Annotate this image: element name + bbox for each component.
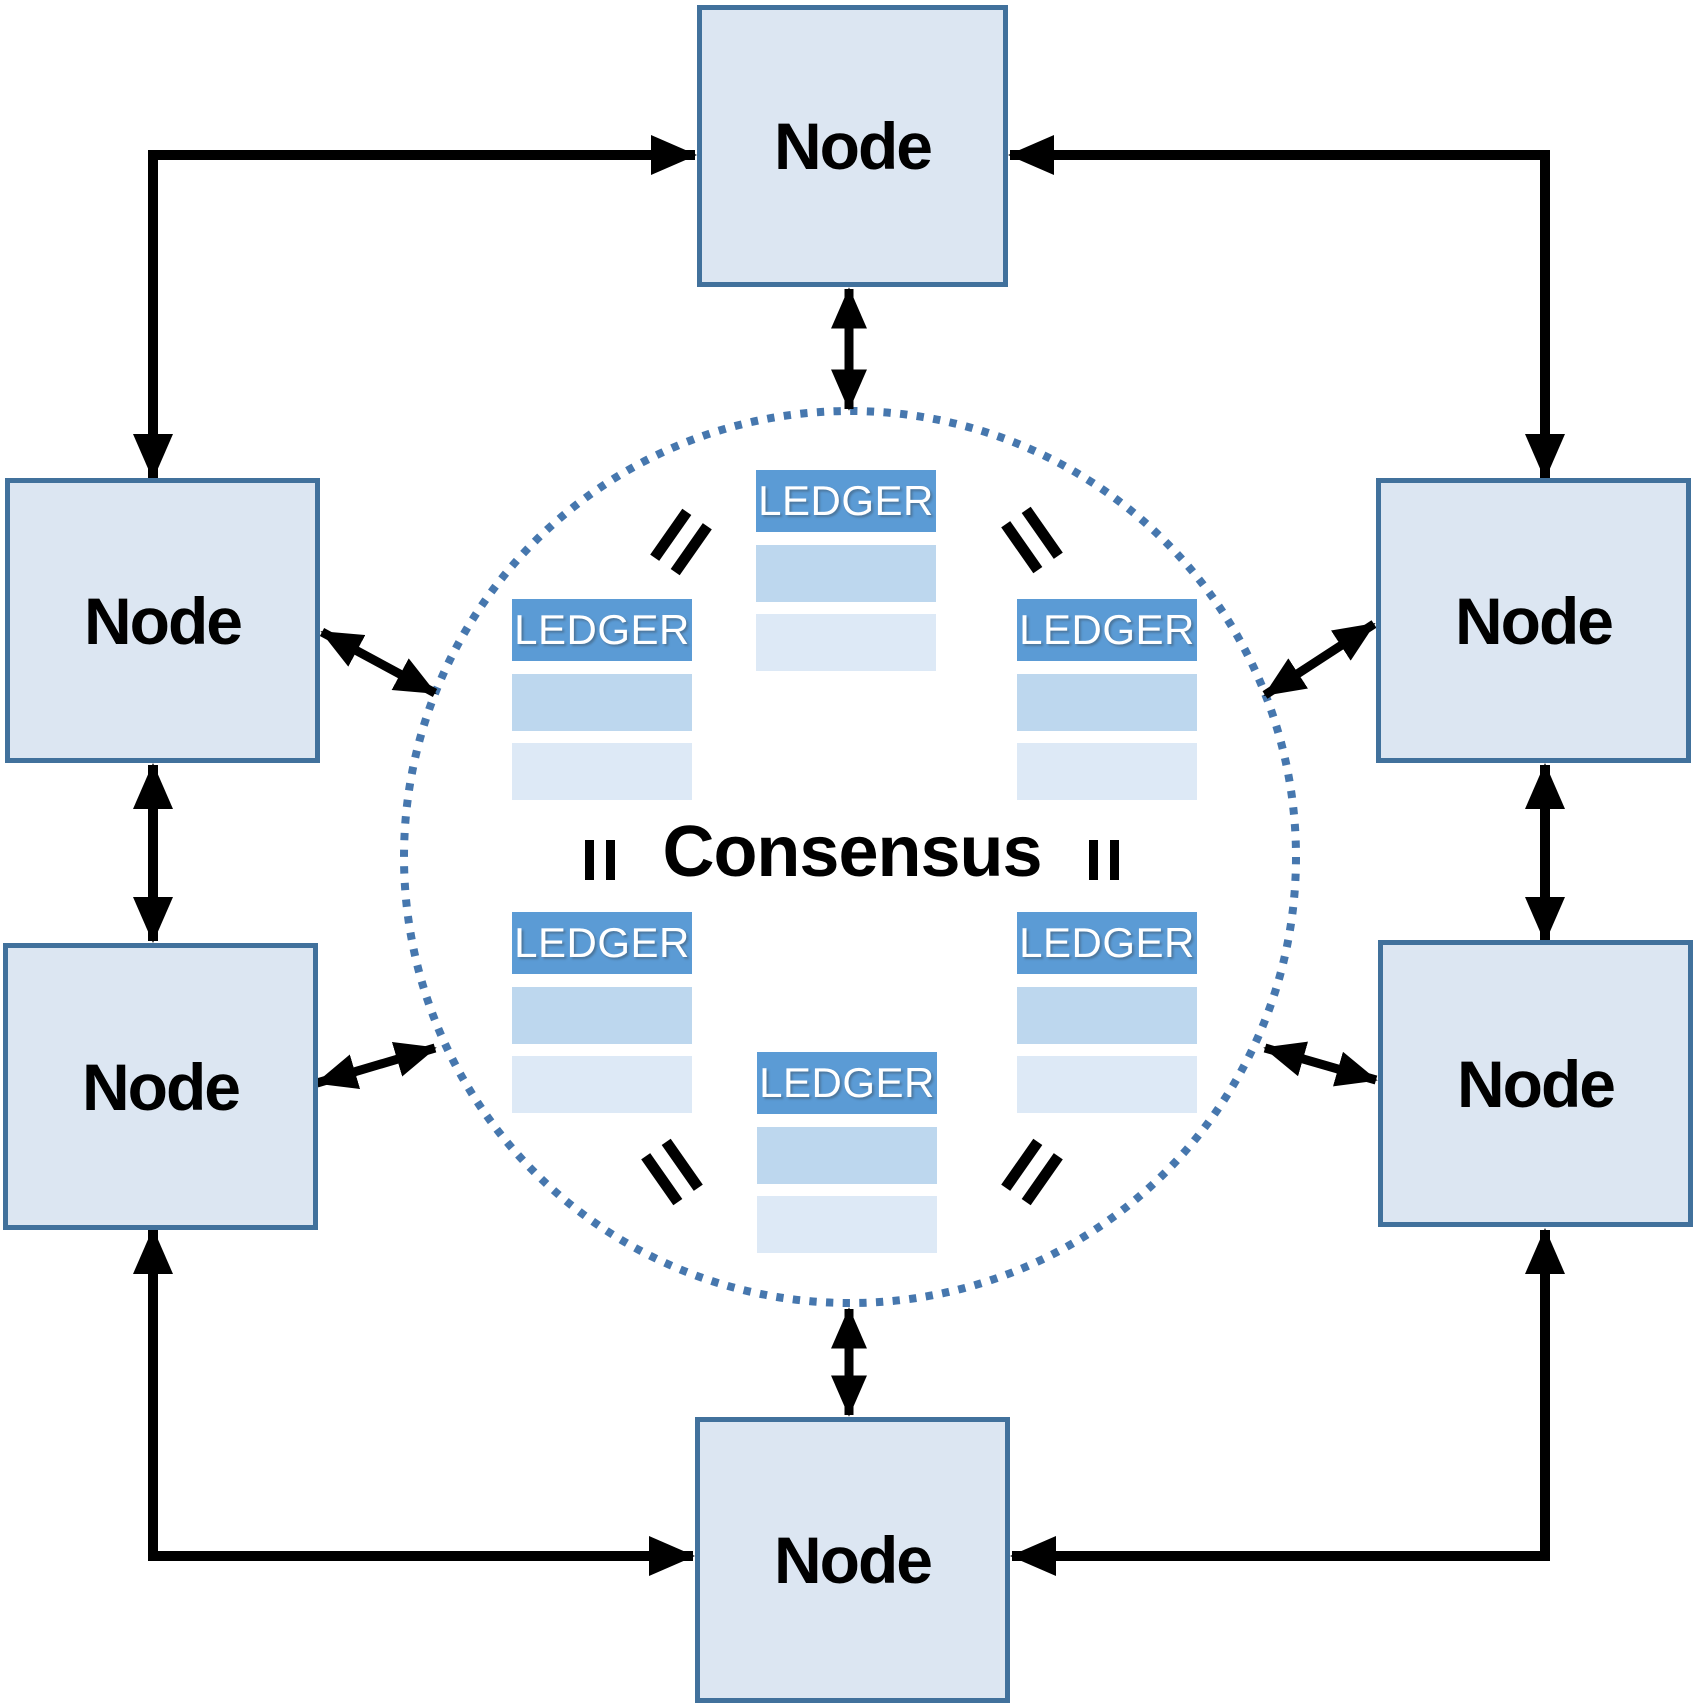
arrow-lowerright-node-to-circle <box>1263 1041 1378 1087</box>
node-box-lower-right: Node <box>1378 940 1693 1227</box>
node-box-lower-left: Node <box>3 943 318 1230</box>
equals-bar <box>1110 840 1119 880</box>
equals-bar <box>585 840 594 880</box>
node-box-upper-left: Node <box>5 478 320 763</box>
node-label: Node <box>82 1049 241 1124</box>
ledger-lower-right: LEDGER <box>1017 912 1197 1113</box>
ledger-row <box>512 674 692 731</box>
node-label: Node <box>774 109 933 183</box>
arrow-lowerright-to-bottom <box>1010 1228 1565 1576</box>
ledger-row <box>756 614 936 671</box>
ledger-row <box>512 743 692 800</box>
ledger-row <box>512 1056 692 1113</box>
node-box-upper-right: Node <box>1376 478 1691 763</box>
ledger-top-center: LEDGER <box>756 470 936 671</box>
arrow-lowerleft-to-bottom <box>133 1228 695 1576</box>
ledger-row <box>757 1127 937 1184</box>
node-box-top: Node <box>697 5 1008 287</box>
ledger-lower-left: LEDGER <box>512 912 692 1113</box>
arrow-upperright-to-top <box>1008 135 1565 480</box>
ledger-row <box>1017 1056 1197 1113</box>
ledger-row <box>756 545 936 602</box>
node-label: Node <box>1455 583 1614 658</box>
consensus-circle <box>400 407 1300 1307</box>
ledger-row <box>1017 987 1197 1044</box>
ledger-row <box>512 987 692 1044</box>
ledger-bottom-center: LEDGER <box>757 1052 937 1253</box>
ledger-row <box>1017 743 1197 800</box>
node-label: Node <box>774 1523 933 1597</box>
ledger-header: LEDGER <box>512 912 692 974</box>
arrow-upperleft-to-top <box>133 135 697 480</box>
arrow-upperright-node-to-circle <box>1262 620 1377 699</box>
arrow-upperleft-node-to-circle <box>319 628 438 697</box>
arrow-lowerleft-node-to-circle <box>315 1042 437 1089</box>
ledger-row <box>1017 674 1197 731</box>
consensus-title: Consensus <box>662 812 1042 892</box>
node-box-bottom: Node <box>695 1417 1010 1703</box>
ledger-header: LEDGER <box>1017 912 1197 974</box>
ledger-header: LEDGER <box>1017 599 1197 661</box>
ledger-upper-left: LEDGER <box>512 599 692 800</box>
ledger-header: LEDGER <box>756 470 936 532</box>
ledger-header: LEDGER <box>757 1052 937 1114</box>
node-label: Node <box>84 583 243 658</box>
node-label: Node <box>1457 1046 1616 1121</box>
ledger-row <box>757 1196 937 1253</box>
ledger-upper-right: LEDGER <box>1017 599 1197 800</box>
ledger-header: LEDGER <box>512 599 692 661</box>
